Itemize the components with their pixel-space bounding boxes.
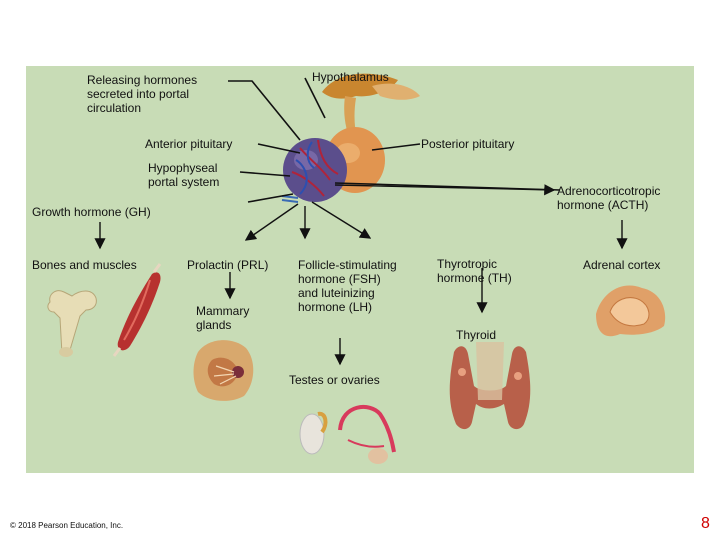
copyright-notice: © 2018 Pearson Education, Inc. <box>10 521 124 530</box>
label-thyrotropic: Thyrotropic hormone (TH) <box>437 257 512 285</box>
label-mammary-glands: Mammary glands <box>196 304 250 332</box>
page-number: 8 <box>701 515 710 532</box>
label-prolactin: Prolactin (PRL) <box>187 258 269 272</box>
label-acth: Adrenocorticotropic hormone (ACTH) <box>557 184 661 212</box>
adrenal-illustration <box>596 285 666 337</box>
bone-illustration <box>47 290 97 357</box>
label-thyroid: Thyroid <box>456 328 497 342</box>
muscle-illustration <box>112 263 162 357</box>
gonad-illustration <box>299 405 396 464</box>
label-adrenal-cortex: Adrenal cortex <box>583 258 661 272</box>
label-growth-hormone: Growth hormone (GH) <box>32 205 151 219</box>
label-anterior-pituitary: Anterior pituitary <box>145 137 233 151</box>
label-bones-muscles: Bones and muscles <box>32 258 137 272</box>
hormone-arrows <box>94 184 628 366</box>
label-releasing-hormones: Releasing hormones secreted into portal … <box>87 73 198 115</box>
label-posterior-pituitary: Posterior pituitary <box>421 137 515 151</box>
label-hypothalamus: Hypothalamus <box>312 70 389 84</box>
thyroid-illustration <box>449 342 531 430</box>
label-fsh-lh: Follicle-stimulating hormone (FSH) and l… <box>298 258 397 314</box>
pituitary-illustration <box>281 73 420 203</box>
mammary-illustration <box>193 340 254 401</box>
label-testes-ovaries: Testes or ovaries <box>289 373 380 387</box>
label-portal-system: Hypophyseal portal system <box>148 161 220 189</box>
